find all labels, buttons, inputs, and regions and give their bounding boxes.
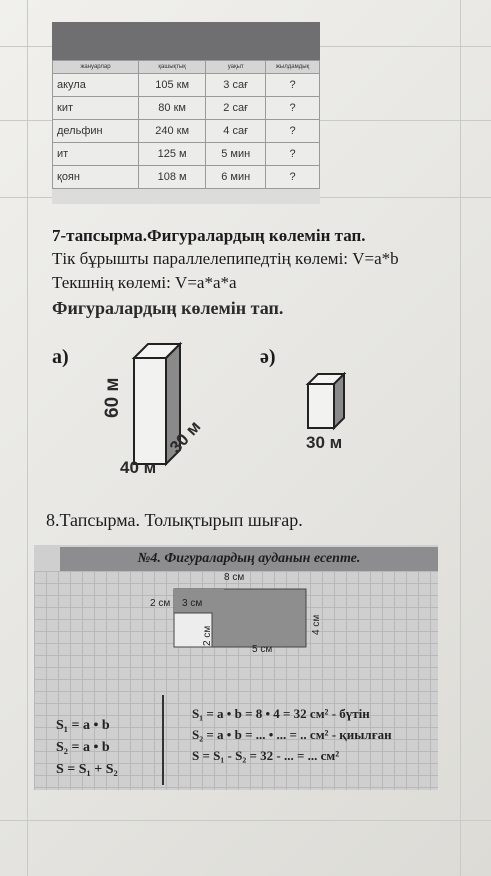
cube-volume-formula: Текшнің көлемі: V=a*a*a: [52, 273, 237, 292]
table-header-band: [52, 22, 320, 60]
formula-s1: S₁ = a • b: [56, 718, 110, 733]
table-cell: ?: [265, 73, 320, 97]
grid-line: [0, 820, 491, 821]
rectangular-prism-figure: [131, 341, 183, 467]
table-cell: ?: [265, 142, 320, 166]
dim-8cm: 8 см: [224, 572, 245, 583]
formula-divider: [162, 695, 164, 785]
grid-line: [460, 0, 461, 876]
dim-5cm: 5 см: [252, 644, 273, 655]
solution-s2: S₂ = a • b = ... • ... = .. см² - қиылға…: [192, 727, 392, 742]
table-header-row: жануарлар қашықтық уақыт жылдамдық: [52, 60, 320, 74]
grid-line: [27, 0, 28, 876]
area-task-card: №4. Фигуралардың ауданын есепте. 8 см 2 …: [34, 545, 438, 790]
table-cell: 2 сағ: [205, 96, 267, 120]
cube-figure: [305, 371, 347, 431]
figure-b-label: ә): [260, 346, 276, 368]
task7-subtitle: Фигуралардың көлемін тап.: [52, 298, 284, 318]
solution-s-total: S = S₁ - S₂ = 32 - ... = ... см²: [192, 748, 340, 763]
dim-2cm: 2 см: [150, 598, 171, 609]
figure-a-label: а): [52, 346, 69, 368]
card-title: №4. Фигуралардың ауданын есепте.: [60, 547, 438, 571]
table-row: кит 80 км 2 сағ ?: [52, 96, 320, 120]
cube-side-label: 30 м: [306, 433, 343, 452]
table-row: дельфин 240 км 4 сағ ?: [52, 119, 320, 143]
table-cell: қоян: [52, 165, 139, 189]
table-cell: 80 км: [137, 96, 207, 120]
box-volume-formula: Тік бұрышты параллелепипедтің көлемі: V=…: [52, 249, 399, 268]
col-header-animals: жануарлар: [52, 60, 139, 74]
table-cell: 6 мин: [205, 165, 267, 189]
col-header-distance: қашықтық: [137, 60, 207, 74]
table-row: акула 105 км 3 сағ ?: [52, 73, 320, 97]
table-cell: 4 сағ: [205, 119, 267, 143]
table-cell: ?: [265, 119, 320, 143]
table-cell: 240 км: [137, 119, 207, 143]
dim-3cm: 3 см: [182, 598, 203, 609]
solution-s1: S₁ = a • b = 8 • 4 = 32 см² - бүтін: [192, 706, 370, 721]
box-height-label: 60 м: [102, 377, 123, 418]
formula-s-total: S = S₁ + S₂: [56, 762, 118, 777]
formula-s2: S₂ = a • b: [56, 740, 110, 755]
table-cell: 125 м: [137, 142, 207, 166]
table-cell: ит: [52, 142, 139, 166]
table-cell: ?: [265, 96, 320, 120]
col-header-speed: жылдамдық: [265, 60, 320, 74]
table-cell: акула: [52, 73, 139, 97]
col-header-time: уақыт: [205, 60, 267, 74]
table-cell: ?: [265, 165, 320, 189]
table-cell: 105 км: [137, 73, 207, 97]
table-cell: 5 мин: [205, 142, 267, 166]
dim-2cm-vertical: 2 см: [202, 625, 213, 646]
table-cell: кит: [52, 96, 139, 120]
table-cell: дельфин: [52, 119, 139, 143]
table-row: қоян 108 м 6 мин ?: [52, 165, 320, 189]
task8-title: 8.Тапсырма. Толықтырып шығар.: [46, 510, 303, 530]
table-cell: 108 м: [137, 165, 207, 189]
dim-4cm: 4 см: [311, 614, 322, 635]
speed-table-card: жануарлар қашықтық уақыт жылдамдық акула…: [52, 22, 320, 204]
box-width-label: 40 м: [120, 458, 157, 477]
table-row: ит 125 м 5 мин ?: [52, 142, 320, 166]
speed-table: жануарлар қашықтық уақыт жылдамдық акула…: [52, 60, 320, 189]
table-cell: 3 сағ: [205, 73, 267, 97]
l-shape-figure: [173, 588, 307, 648]
task7-title: 7-тапсырма.Фигуралардың көлемін тап.: [52, 226, 366, 245]
